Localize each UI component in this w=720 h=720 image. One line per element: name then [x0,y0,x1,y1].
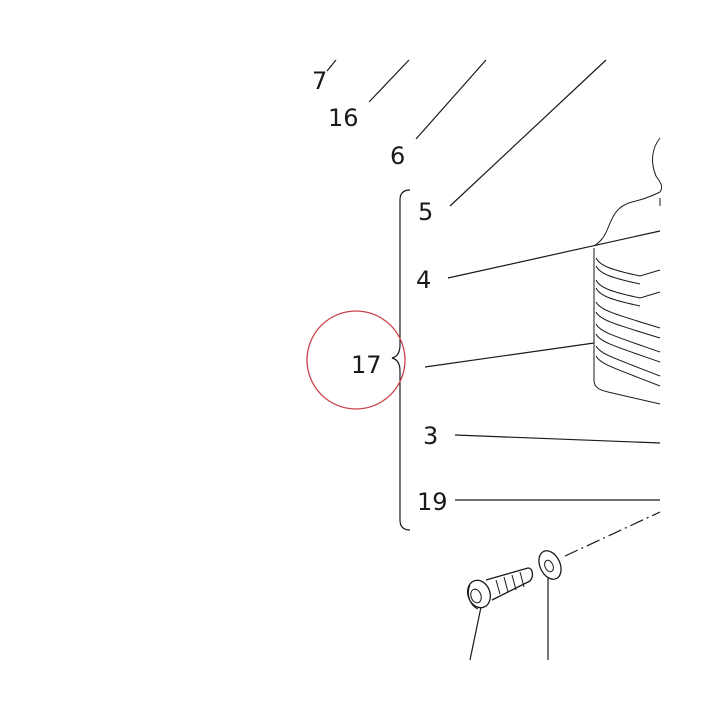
leader-6 [415,59,487,140]
callout-7: 7 [312,67,327,95]
leader-5 [449,59,607,207]
group-bracket [391,189,411,531]
callout-17: 17 [351,351,382,379]
callout-5: 5 [418,198,433,226]
callout-3: 3 [423,422,438,450]
highlight-circle [306,310,406,410]
leader-bolt [469,606,482,661]
housing-cover [593,137,663,247]
callout-labels: 7 16 6 5 4 17 3 19 [312,67,448,516]
callout-19: 19 [417,488,448,516]
callout-16: 16 [328,104,359,132]
leader-lines [326,59,661,661]
leader-17 [424,342,595,368]
washer-part [538,550,562,580]
plate-stack [593,248,661,405]
leader-16 [368,59,410,103]
callout-4: 4 [416,266,431,294]
leader-4 [447,230,661,279]
callout-6: 6 [390,142,405,170]
leader-3 [454,434,661,444]
leader-7 [326,59,337,72]
centerline-dashdot [564,511,661,557]
bolt-part [466,567,534,610]
